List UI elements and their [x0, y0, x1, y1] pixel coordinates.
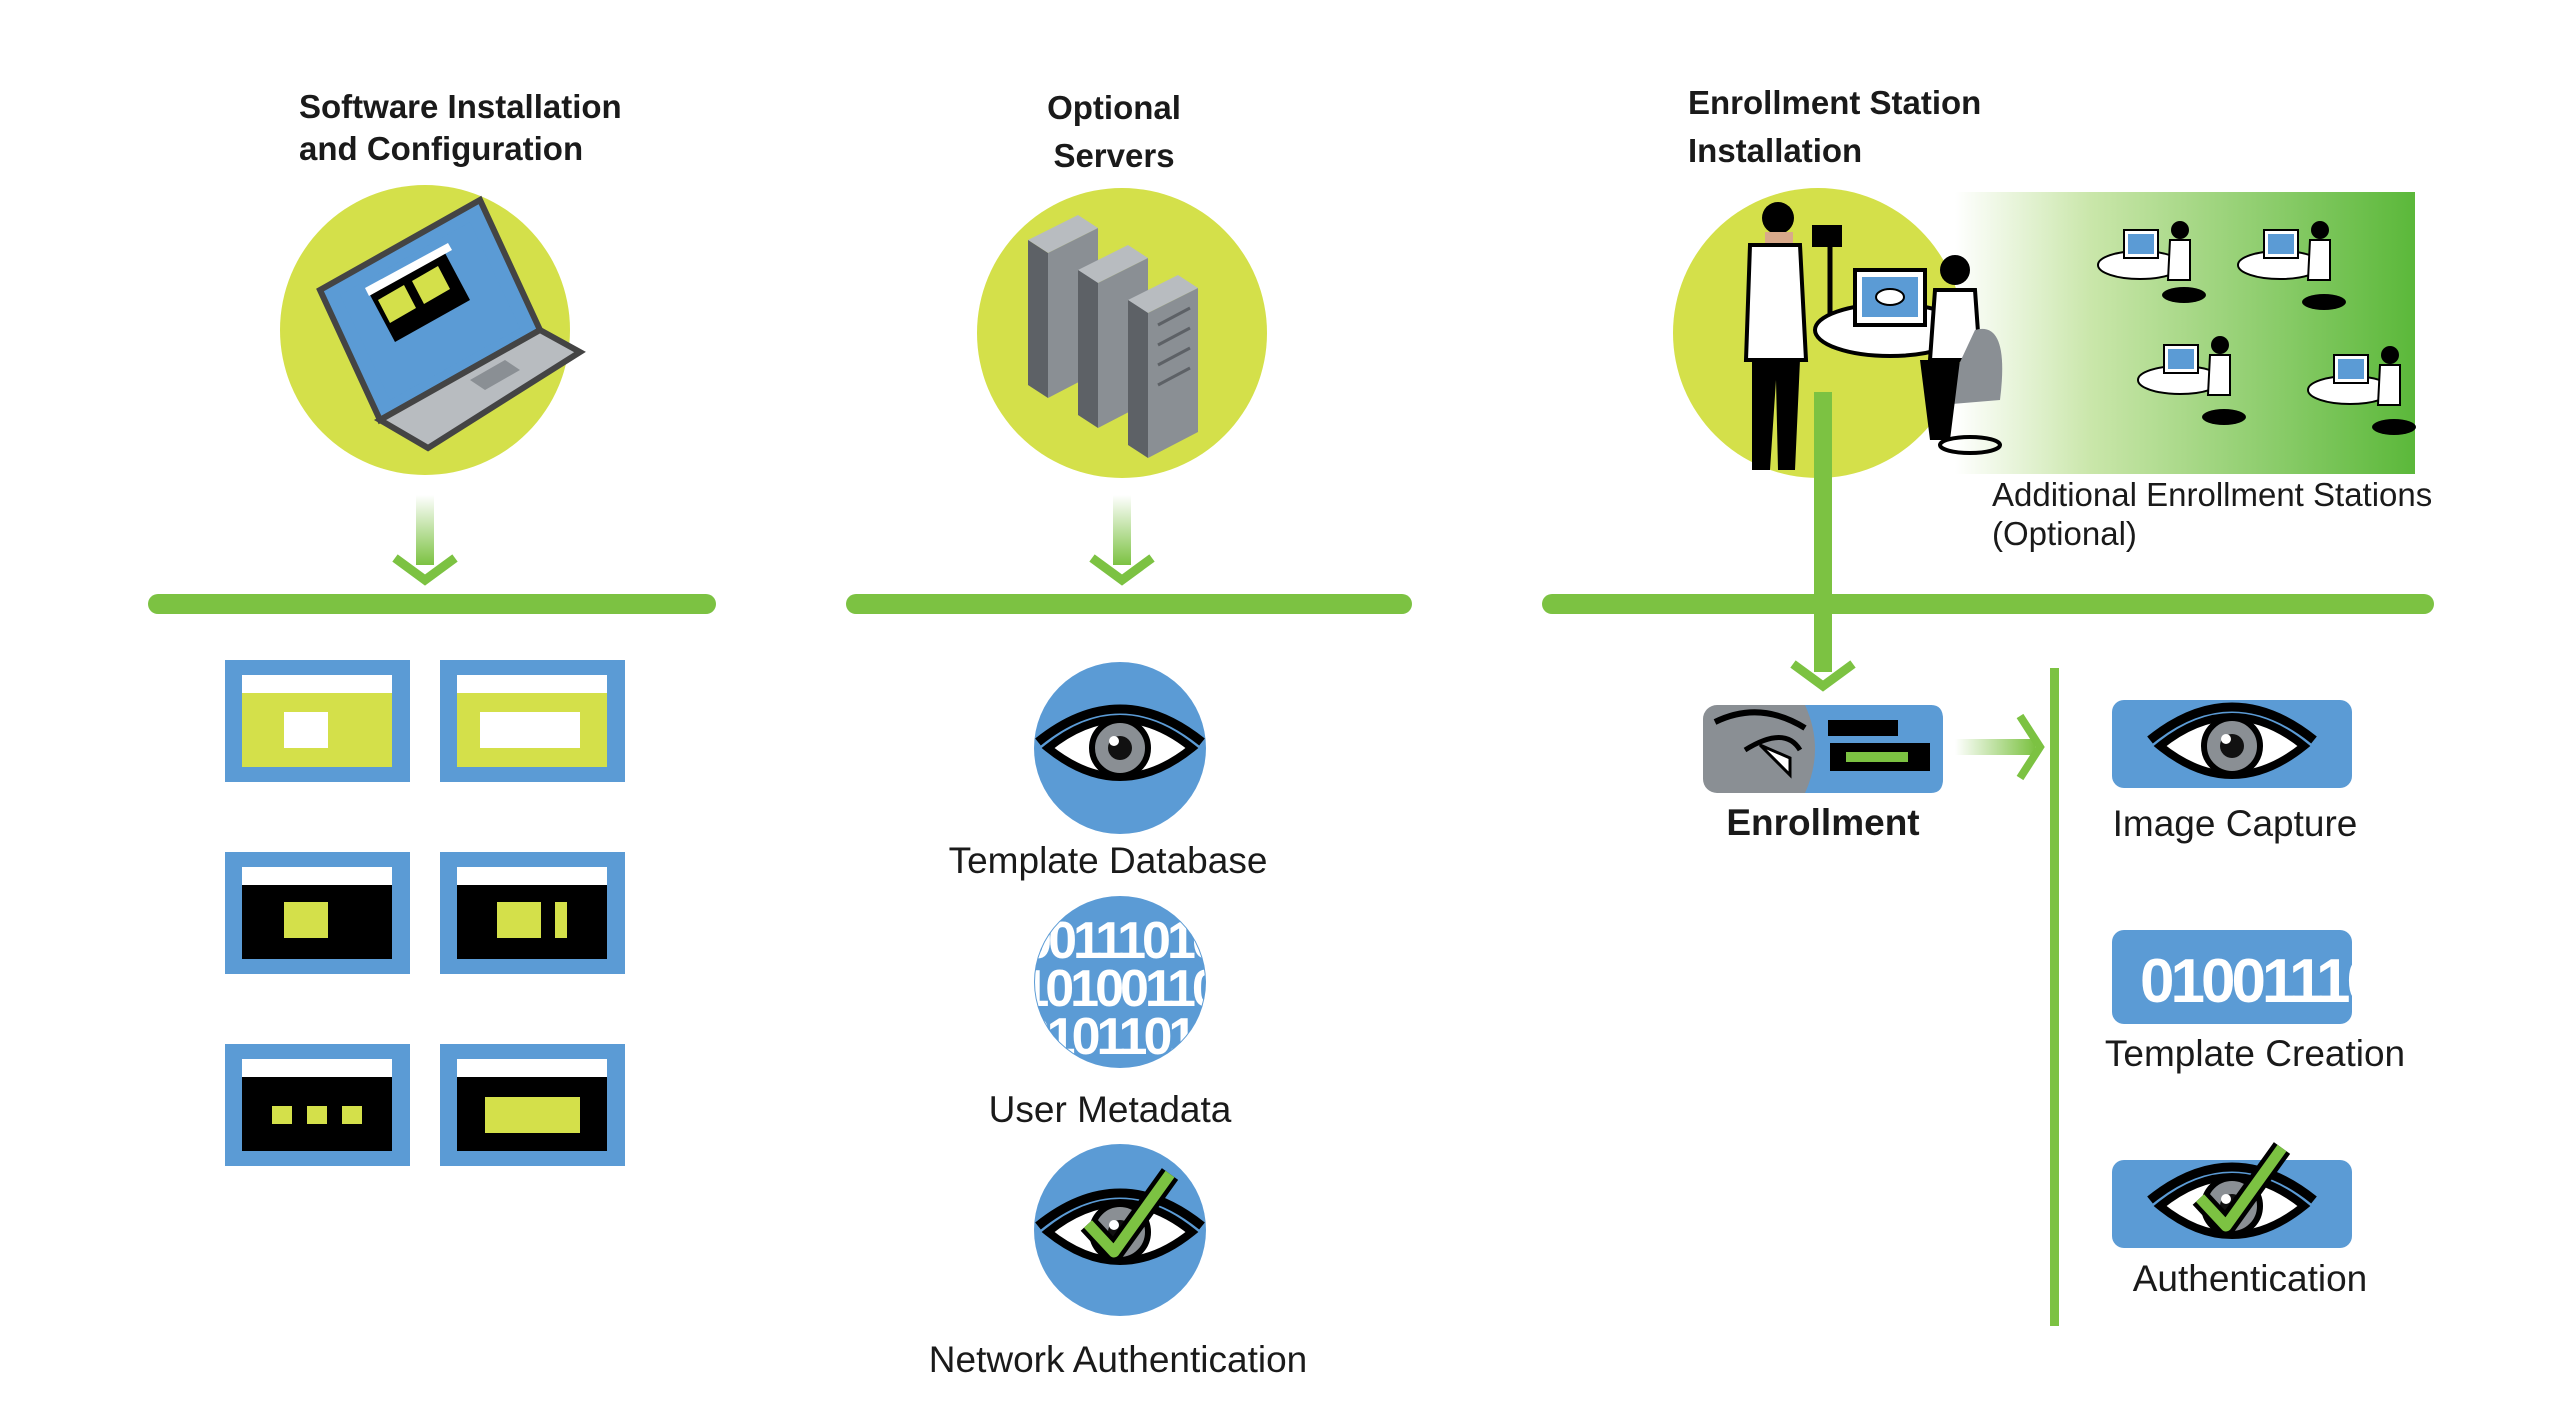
enrollment-horizontal-arrow-head — [2016, 713, 2045, 781]
software-title-line-1: Software Installation — [299, 88, 622, 125]
servers-column: 1001110101 1101001101 1010110100 — [846, 188, 1412, 1316]
template-database-eye-icon — [1034, 662, 1206, 834]
user-metadata-label: User Metadata — [988, 1089, 1232, 1130]
network-authentication-eye-check-icon — [1034, 1144, 1206, 1316]
authentication-eye-check-icon — [2112, 1148, 2352, 1248]
additional-stations-line-1: Additional Enrollment Stations — [1992, 476, 2433, 513]
enrollment-device-label: Enrollment — [1726, 802, 1920, 843]
user-metadata-binary-icon: 1001110101 1101001101 1010110100 — [997, 896, 1245, 1068]
network-authentication-label: Network Authentication — [928, 1339, 1308, 1380]
window-thumbnail-black-three-dots — [225, 1044, 410, 1166]
servers-title-line-2: Servers — [1053, 137, 1175, 174]
enrollment-title: Enrollment Station Installation — [1688, 79, 1981, 175]
additional-stations-label: Additional Enrollment Stations (Optional… — [1992, 475, 2432, 553]
template-creation-binary-icon: 0100111010 — [2112, 930, 2439, 1024]
software-column — [148, 185, 716, 1166]
additional-stations-line-2: (Optional) — [1992, 515, 2137, 552]
template-creation-label: Template Creation — [2104, 1033, 2406, 1074]
image-capture-label: Image Capture — [2112, 803, 2358, 844]
software-title: Software Installation and Configuration — [299, 86, 622, 170]
enrollment-horizontal-arrow-shaft — [1955, 739, 2035, 755]
enrollment-column: 0100111010 — [1542, 188, 2439, 1326]
template-database-label: Template Database — [948, 840, 1268, 881]
servers-arrow-shaft — [1113, 495, 1131, 565]
server-rack-icon — [1028, 215, 1198, 458]
window-thumbnail-black-bar — [440, 1044, 625, 1166]
servers-arrow-head — [1089, 554, 1155, 586]
software-arrow-head — [392, 554, 458, 586]
enrollment-title-line-2: Installation — [1688, 132, 1863, 169]
image-capture-eye-icon — [2112, 700, 2352, 788]
window-thumbnail-black-two-boxes — [440, 852, 625, 974]
additional-station-icons — [2097, 221, 2416, 435]
enrollment-station-people-icon — [1743, 202, 2003, 470]
laptop-icon — [316, 195, 586, 452]
steps-vertical-line — [2050, 668, 2059, 1326]
window-thumbnail-black-square — [225, 852, 410, 974]
window-thumbnail-lime-small-box — [225, 660, 410, 782]
authentication-label: Authentication — [2132, 1258, 2368, 1299]
enrollment-title-line-1: Enrollment Station — [1688, 84, 1982, 121]
binary-line-3: 1010110100 — [997, 1008, 1245, 1066]
binary-line-1: 1001110101 — [998, 912, 1245, 970]
template-creation-binary-text: 0100111010 — [2140, 947, 2439, 1016]
software-title-line-2: and Configuration — [299, 130, 584, 167]
software-arrow-shaft — [416, 495, 434, 565]
enrollment-vertical-connector — [1814, 392, 1832, 672]
binary-line-2: 1101001101 — [998, 960, 1245, 1018]
iris-scanner-icon — [1703, 705, 1943, 793]
servers-title-line-1: Optional — [1047, 89, 1181, 126]
servers-title: Optional Servers — [1047, 84, 1181, 180]
enrollment-arrow-head — [1790, 660, 1856, 692]
window-thumbnail-lime-wide-box — [440, 660, 625, 782]
